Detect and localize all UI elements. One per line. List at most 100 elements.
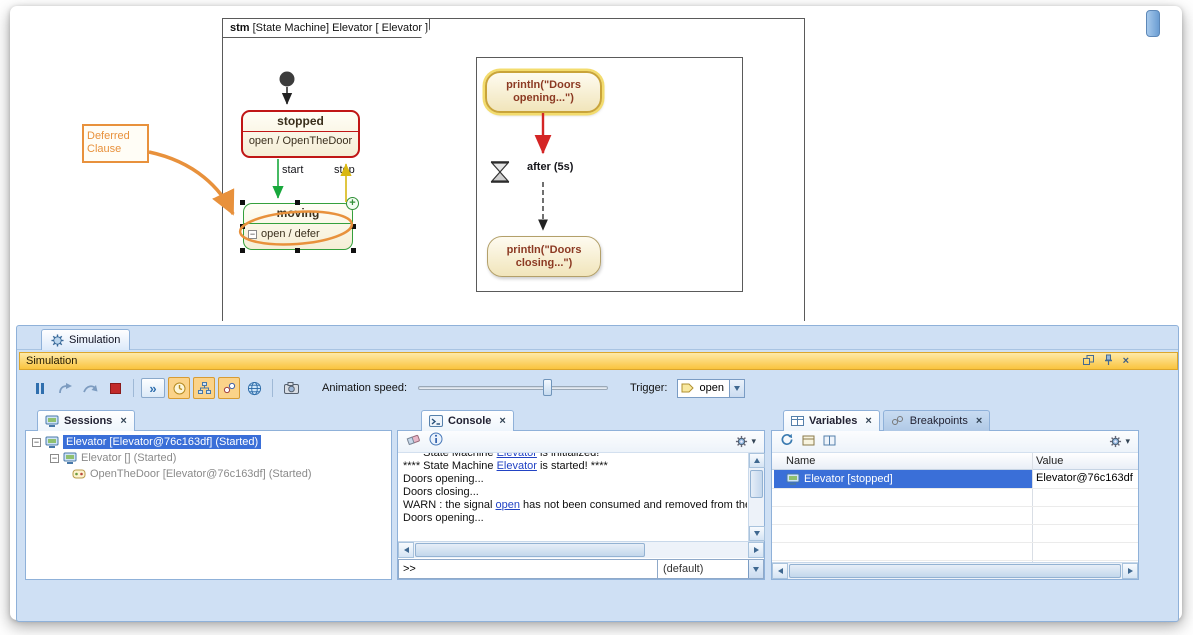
tab-console[interactable]: Console × xyxy=(421,410,514,431)
refresh-button[interactable] xyxy=(780,433,794,451)
element-link[interactable]: Elevator xyxy=(496,460,537,472)
tab-variables[interactable]: Variables × xyxy=(783,410,880,431)
toggle-open-diagrams-button[interactable] xyxy=(193,377,215,399)
tree-expander-icon[interactable]: − xyxy=(50,452,59,463)
console-pane: Console × ▾ **** State Machine Elevato xyxy=(397,408,765,580)
terminate-button[interactable] xyxy=(104,377,126,399)
console-options-button[interactable]: ▾ xyxy=(735,435,756,448)
after-time-event-label[interactable]: after (5s) xyxy=(527,161,574,173)
scroll-left-button[interactable] xyxy=(398,542,414,558)
selection-handle[interactable] xyxy=(240,248,245,253)
animation-speed-slider[interactable] xyxy=(418,378,608,398)
info-button[interactable] xyxy=(429,432,443,451)
selection-handle[interactable] xyxy=(295,248,300,253)
trigger-label: Trigger: xyxy=(630,382,668,394)
console-line: Doors closing... xyxy=(403,486,479,498)
frame-keyword: stm xyxy=(230,22,250,34)
scroll-right-button[interactable] xyxy=(748,542,764,558)
variables-toolbar: ▾ xyxy=(772,431,1138,453)
scrollbar-thumb[interactable] xyxy=(415,543,645,557)
canvas-scrollbar-thumb[interactable] xyxy=(1146,10,1160,37)
scroll-up-button[interactable] xyxy=(749,453,765,468)
console-input-row: (default) xyxy=(398,559,764,579)
toggle-breakpoints-button[interactable] xyxy=(218,377,240,399)
console-tab-label: Console xyxy=(448,415,492,427)
scroll-right-button[interactable] xyxy=(1122,563,1138,579)
variables-tab-label: Variables xyxy=(809,415,858,427)
scroll-left-button[interactable] xyxy=(772,563,788,579)
gear-icon xyxy=(1110,435,1122,448)
close-tab-icon[interactable]: × xyxy=(975,415,983,427)
close-panel-icon[interactable]: × xyxy=(1122,355,1129,367)
hourglass-time-event-icon[interactable] xyxy=(486,158,514,186)
selection-handle[interactable] xyxy=(295,200,300,205)
run-button[interactable]: » xyxy=(141,378,165,398)
selection-handle[interactable] xyxy=(240,224,245,229)
breakpoints-icon xyxy=(223,382,235,394)
pin-icon[interactable] xyxy=(1104,354,1113,369)
clock-icon xyxy=(173,382,185,394)
step-over-icon xyxy=(82,384,97,392)
web-server-button[interactable] xyxy=(243,377,265,399)
snapshot-button[interactable] xyxy=(280,377,302,399)
tab-sessions[interactable]: Sessions × xyxy=(37,410,135,431)
variables-options-button[interactable]: ▾ xyxy=(1109,435,1130,448)
close-tab-icon[interactable]: × xyxy=(865,415,872,427)
variable-row-selected[interactable]: Elevator [stopped] xyxy=(774,470,1032,488)
session-row[interactable]: − Elevator [Elevator@76c163df] (Started) xyxy=(26,434,391,450)
variable-value[interactable]: Elevator@76c163df xyxy=(1036,472,1133,484)
element-link[interactable]: Elevator xyxy=(496,453,537,459)
session-label-selected[interactable]: Elevator [Elevator@76c163df] (Started) xyxy=(63,435,262,449)
column-divider[interactable] xyxy=(1032,453,1033,562)
session-label[interactable]: OpenTheDoor [Elevator@76c163df] (Started… xyxy=(90,468,312,480)
session-row[interactable]: OpenTheDoor [Elevator@76c163df] (Started… xyxy=(26,466,391,482)
tab-breakpoints[interactable]: Breakpoints × xyxy=(882,410,991,431)
session-icon xyxy=(786,473,800,485)
transition-start-label[interactable]: start xyxy=(282,164,304,176)
close-tab-icon[interactable]: × xyxy=(499,415,506,427)
close-tab-icon[interactable]: × xyxy=(120,415,127,427)
trigger-select[interactable]: open xyxy=(676,378,745,398)
element-link[interactable]: open xyxy=(495,499,520,511)
context-dropdown-button[interactable] xyxy=(748,560,763,578)
add-compartment-icon[interactable]: + xyxy=(346,197,359,210)
selection-handle[interactable] xyxy=(351,224,356,229)
console-context-select[interactable]: (default) xyxy=(658,559,764,579)
float-window-icon[interactable] xyxy=(1082,354,1094,368)
breakpoints-icon xyxy=(891,416,903,425)
sessions-tab-label: Sessions xyxy=(64,415,113,427)
breakpoints-tab-label: Breakpoints xyxy=(909,415,968,427)
step-into-button[interactable] xyxy=(54,377,76,399)
session-row[interactable]: − Elevator [] (Started) xyxy=(26,450,391,466)
clear-console-button[interactable] xyxy=(406,433,421,451)
export-button[interactable] xyxy=(802,433,815,451)
console-context-value: (default) xyxy=(663,563,704,575)
session-label[interactable]: Elevator [] (Started) xyxy=(81,452,177,464)
trigger-dropdown-button[interactable] xyxy=(728,379,744,397)
columns-button[interactable] xyxy=(823,433,836,451)
console-horizontal-scrollbar[interactable] xyxy=(398,541,764,558)
selection-handle[interactable] xyxy=(240,200,245,205)
scrollbar-thumb[interactable] xyxy=(789,564,1121,578)
compartment-collapse-icon[interactable]: − xyxy=(248,228,257,239)
diagram-frame-header: stm [State Machine] Elevator [ Elevator … xyxy=(223,19,430,38)
action-println-doors-closing[interactable]: println("Doors closing...") xyxy=(487,236,601,277)
slider-thumb[interactable] xyxy=(543,379,553,396)
action-println-doors-opening[interactable]: println("Doors opening...") xyxy=(485,71,602,113)
tree-expander-icon[interactable]: − xyxy=(32,436,41,447)
variable-name: Elevator [stopped] xyxy=(804,473,893,485)
simulation-title: Simulation xyxy=(26,355,78,367)
state-stopped[interactable]: stopped open / OpenTheDoor xyxy=(241,110,360,158)
transition-stop-label[interactable]: stop xyxy=(334,164,355,176)
simulation-window-tab[interactable]: Simulation xyxy=(41,329,131,350)
scroll-down-button[interactable] xyxy=(749,526,765,541)
selection-handle[interactable] xyxy=(351,248,356,253)
toggle-animation-button[interactable] xyxy=(168,377,190,399)
scrollbar-thumb[interactable] xyxy=(750,470,763,498)
step-over-button[interactable] xyxy=(79,377,101,399)
variables-horizontal-scrollbar[interactable] xyxy=(772,562,1138,579)
console-input[interactable] xyxy=(398,559,658,579)
state-moving[interactable]: + moving − open / defer xyxy=(240,197,359,253)
console-vertical-scrollbar[interactable] xyxy=(748,453,765,541)
pause-button[interactable] xyxy=(29,377,51,399)
